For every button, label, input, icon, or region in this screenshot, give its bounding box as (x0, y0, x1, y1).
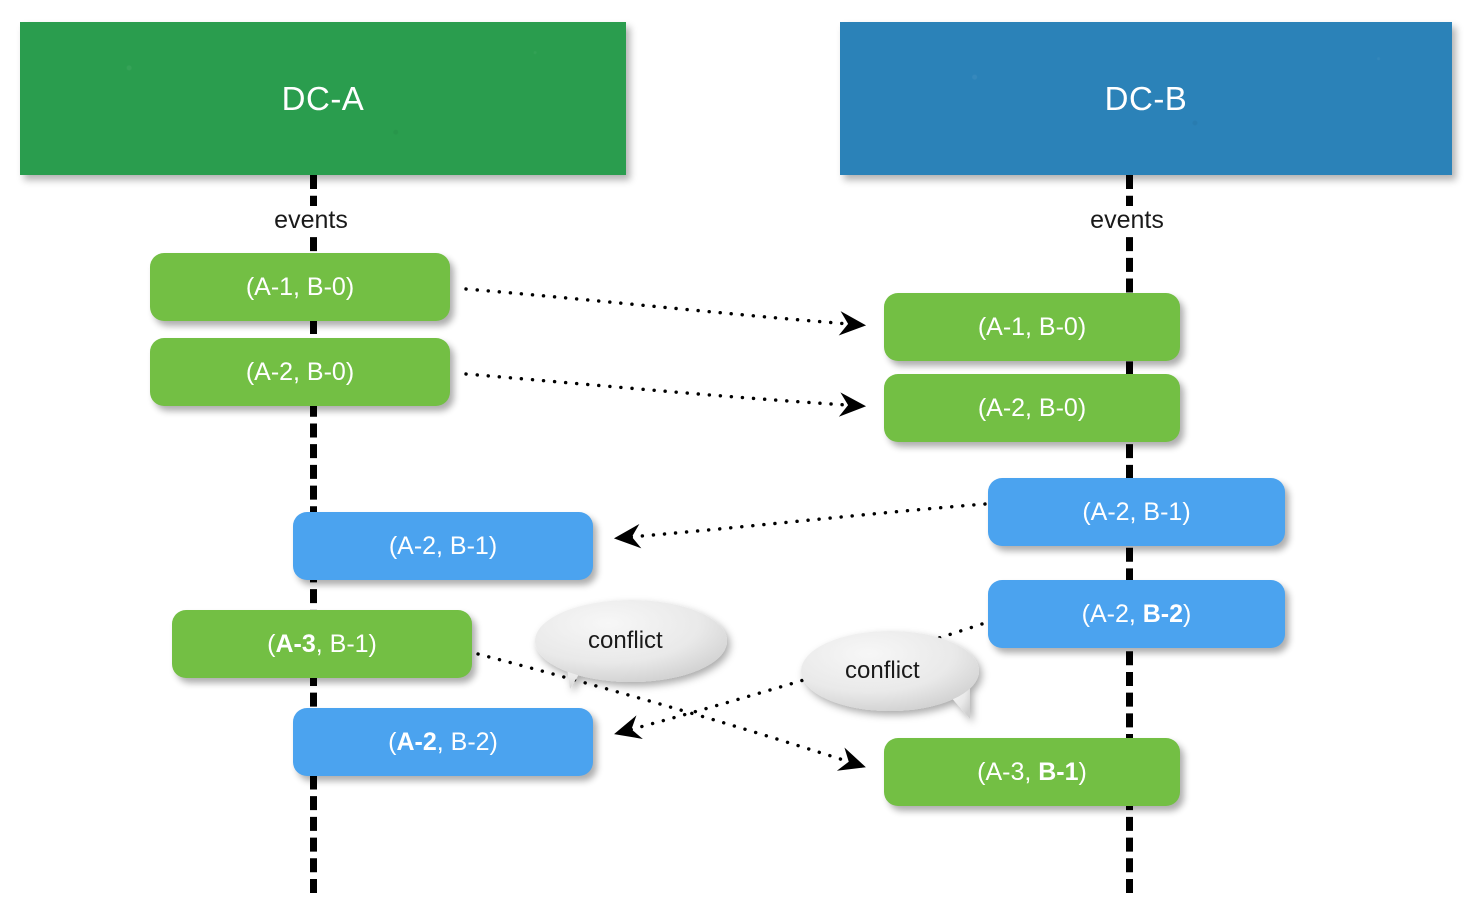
event-label: (A-1, B-0) (977, 312, 1087, 341)
event-label-part: , B-1) (315, 629, 377, 658)
conflict-bubble-right-label: conflict (845, 657, 920, 684)
events-label-dc-a: events (266, 206, 356, 235)
event-label-emphasis: A-2 (396, 727, 437, 756)
event-label-emphasis: A-3 (275, 629, 316, 658)
event-label-emphasis: B-2 (1142, 599, 1184, 628)
conflict-bubble-right: conflict (798, 626, 1008, 736)
event-box-a2[interactable]: (A-2, B-0) (150, 338, 450, 406)
event-box-a3[interactable]: (A-2, B-1) (293, 512, 593, 580)
event-box-b3[interactable]: (A-2, B-1) (988, 478, 1285, 546)
event-label-part: ( (388, 727, 397, 756)
conflict-bubble-left: conflict (530, 596, 740, 706)
dc-b-header: DC-B (840, 22, 1452, 175)
event-label: (A-2, B-1) (1082, 497, 1191, 526)
conflict-bubble-left-label: conflict (588, 627, 663, 654)
event-label: (A-1, B-0) (245, 272, 355, 301)
arrow-a1-to-b1 (464, 287, 867, 336)
event-label-part: (A-2, (1081, 599, 1143, 628)
event-label: (A-3, B-1) (267, 630, 377, 659)
arrow-a2-to-b2 (464, 372, 867, 417)
event-box-a5[interactable]: (A-2, B-2) (293, 708, 593, 776)
event-box-b2[interactable]: (A-2, B-0) (884, 374, 1180, 442)
dc-a-header: DC-A (20, 22, 626, 175)
events-label-dc-b: events (1082, 206, 1172, 235)
event-label: (A-2, B-0) (245, 357, 355, 386)
event-label-part: ( (267, 629, 276, 658)
event-label: (A-2, B-0) (977, 393, 1087, 422)
event-label: (A-3, B-1) (977, 758, 1087, 787)
event-box-b5[interactable]: (A-3, B-1) (884, 738, 1180, 806)
event-box-a4[interactable]: (A-3, B-1) (172, 610, 472, 678)
event-label-part: (A-3, (977, 757, 1039, 786)
event-label: (A-2, B-2) (388, 728, 498, 757)
event-label-part: ) (1183, 599, 1192, 628)
arrow-b3-to-a3 (613, 502, 987, 549)
event-label-emphasis: B-1 (1038, 757, 1079, 786)
event-label: (A-2, B-2) (1082, 600, 1192, 629)
event-box-b4[interactable]: (A-2, B-2) (988, 580, 1285, 648)
event-label-part: , B-2) (436, 727, 498, 756)
dc-a-title: DC-A (281, 79, 365, 117)
event-box-a1[interactable]: (A-1, B-0) (150, 253, 450, 321)
event-label-part: ) (1078, 757, 1087, 786)
dc-b-title: DC-B (1104, 79, 1188, 117)
event-label: (A-2, B-1) (388, 531, 498, 560)
event-box-b1[interactable]: (A-1, B-0) (884, 293, 1180, 361)
